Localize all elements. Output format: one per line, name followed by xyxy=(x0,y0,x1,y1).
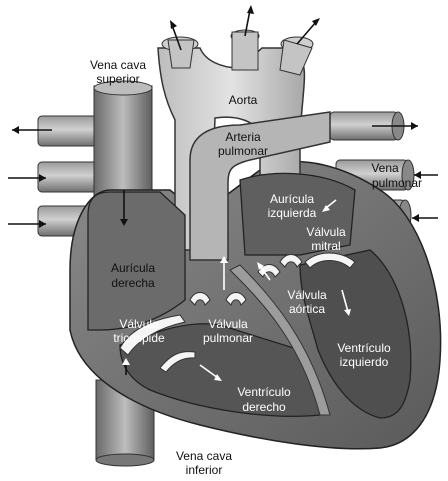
label-valvula-aortica-2: aórtica xyxy=(289,302,325,316)
label-auricula-derecha-1: Aurícula xyxy=(111,261,155,275)
label-valvula-tricuspide-2: tricúspide xyxy=(113,331,165,345)
label-vena-pulmonar-1: Vena xyxy=(371,161,399,175)
label-vena-cava-inferior-1: Vena cava xyxy=(176,449,232,463)
label-vena-pulmonar-2: pulmonar xyxy=(372,176,422,190)
label-auricula-izquierda-1: Aurícula xyxy=(270,192,314,206)
label-valvula-tricuspide-1: Válvula xyxy=(119,317,159,331)
label-valvula-pulmonar-2: pulmonar xyxy=(203,331,253,345)
label-valvula-mitral-2: mitral xyxy=(311,239,340,253)
label-ventriculo-izquierdo-2: izquierdo xyxy=(340,355,389,369)
label-ventriculo-derecho-1: Ventrículo xyxy=(237,385,291,399)
label-valvula-aortica-1: Válvula xyxy=(287,288,327,302)
label-vena-cava-inferior-2: inferior xyxy=(186,463,223,477)
label-ventriculo-derecho-2: derecho xyxy=(242,400,286,414)
label-arteria-pulmonar-1: Arteria xyxy=(225,130,261,144)
label-vena-cava-superior-2: superior xyxy=(96,72,139,86)
label-ventriculo-izquierdo-1: Ventrículo xyxy=(337,341,391,355)
label-arteria-pulmonar-2: pulmonar xyxy=(218,144,268,158)
label-auricula-izquierda-2: izquierda xyxy=(268,206,317,220)
label-aorta: Aorta xyxy=(229,93,258,107)
vena-cava-superior-vessel xyxy=(94,81,152,206)
label-vena-cava-superior-1: Vena cava xyxy=(90,58,146,72)
label-valvula-pulmonar-1: Válvula xyxy=(208,317,248,331)
label-auricula-derecha-2: derecha xyxy=(111,276,155,290)
label-valvula-mitral-1: Válvula xyxy=(306,225,346,239)
